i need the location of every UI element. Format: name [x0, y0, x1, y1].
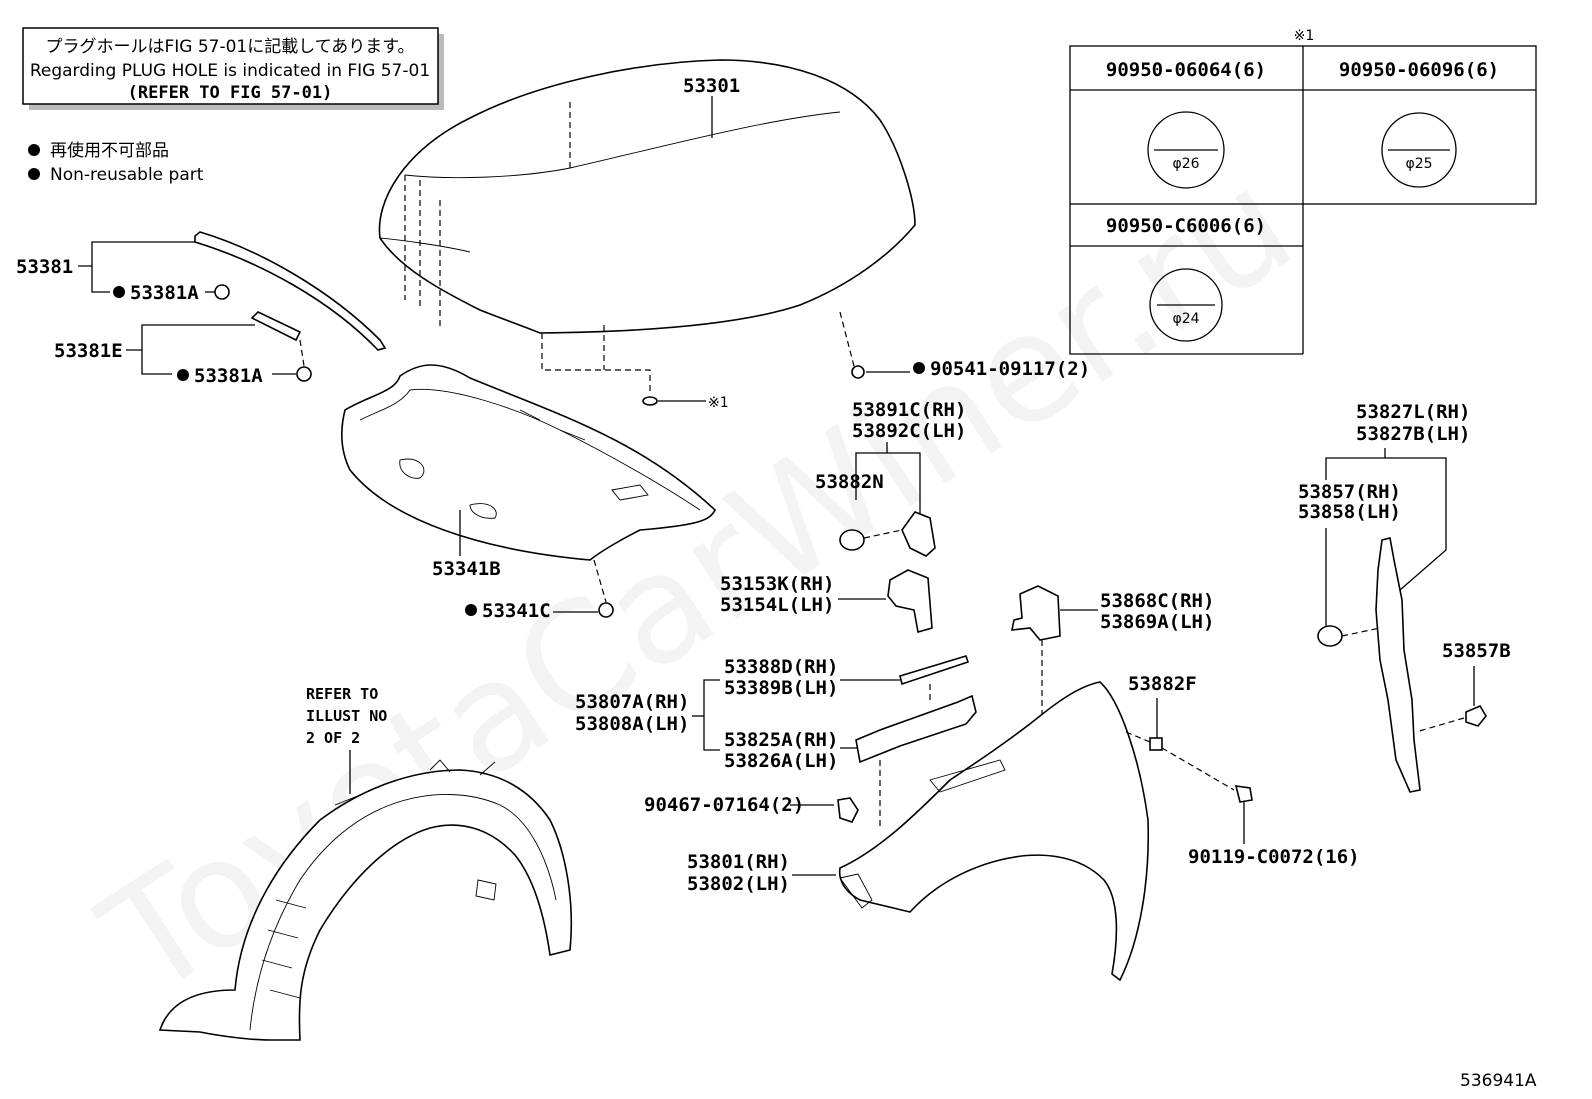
label-53869a: 53869A(LH): [1100, 611, 1214, 633]
legend-jp: 再使用不可部品: [50, 140, 169, 161]
label-53381a-1: 53381A: [130, 282, 199, 304]
label-90541: 90541-09117(2): [930, 358, 1090, 380]
plug-dia-1: φ26: [1172, 156, 1199, 172]
label-90119: 90119-C0072(16): [1188, 846, 1360, 868]
refer-line-3: 2 OF 2: [306, 729, 360, 747]
label-53868c: 53868C(RH): [1100, 590, 1214, 612]
cushion-icon: [839, 529, 865, 551]
seal-retainer: [250, 311, 302, 342]
marker-1: ※1: [708, 395, 729, 411]
label-53154l: 53154L(LH): [720, 594, 834, 616]
label-53857: 53857(RH): [1298, 481, 1401, 503]
screw-icon: [1234, 785, 1253, 803]
hood-insulator: [340, 364, 716, 561]
label-53801: 53801(RH): [687, 851, 790, 873]
plug-circle: [1149, 268, 1223, 342]
cushion-icon: [851, 365, 865, 379]
label-53826a: 53826A(LH): [724, 750, 838, 772]
bullet-icon: [28, 168, 40, 180]
fender-bracket-lower: [855, 694, 977, 764]
label-53882f: 53882F: [1128, 673, 1197, 695]
label-53827b: 53827B(LH): [1356, 423, 1470, 445]
plug-part-2: 90950-06096(6): [1339, 59, 1499, 81]
hood: [378, 59, 916, 395]
hood-seal: [194, 231, 387, 351]
plug-dia-2: φ25: [1405, 156, 1432, 172]
refer-line-1: REFER TO: [306, 685, 378, 703]
label-53825a: 53825A(RH): [724, 729, 838, 751]
clip-icon: [598, 602, 614, 618]
note-ref: (REFER TO FIG 57-01): [128, 83, 333, 103]
label-53802: 53802(LH): [687, 873, 790, 895]
clip-icon: [1465, 704, 1487, 727]
label-53827l: 53827L(RH): [1356, 401, 1470, 423]
label-53857b: 53857B: [1442, 640, 1511, 662]
legend-en: Non-reusable part: [50, 165, 204, 185]
table-marker: ※1: [1294, 28, 1315, 44]
clip-icon: [837, 797, 859, 823]
label-53341b: 53341B: [432, 558, 501, 580]
refer-line-2: ILLUST NO: [306, 707, 387, 725]
clip-icon: [214, 284, 230, 300]
plug-dia-3: φ24: [1172, 311, 1199, 327]
fender-bracket: [887, 569, 933, 634]
label-53381: 53381: [16, 256, 73, 278]
hood-bumper: [901, 511, 936, 557]
plug-circle: [1381, 112, 1457, 188]
label-53892c: 53892C(LH): [852, 420, 966, 442]
label-90467: 90467-07164(2): [644, 794, 804, 816]
label-53381e: 53381E: [54, 340, 123, 362]
label-53301: 53301: [683, 75, 740, 97]
non-reusable-icon: [177, 369, 189, 381]
label-53388d: 53388D(RH): [724, 656, 838, 678]
non-reusable-icon: [913, 362, 925, 374]
plug-circle: [1147, 111, 1225, 189]
plug-part-1: 90950-06064(6): [1106, 59, 1266, 81]
note-en: Regarding PLUG HOLE is indicated in FIG …: [30, 61, 430, 81]
label-53341c: 53341C: [482, 600, 551, 622]
fender-seal-strip: [899, 655, 970, 686]
plug-part-3: 90950-C6006(6): [1106, 215, 1266, 237]
cushion-icon: [1317, 625, 1343, 647]
plug-hole-icon: [642, 396, 658, 406]
plug-hole-note: プラグホールはFIG 57-01に記載してあります。 Regarding PLU…: [22, 27, 444, 110]
spacer-icon: [1149, 737, 1163, 751]
figure-id: 536941A: [1460, 1071, 1537, 1091]
label-53808a: 53808A(LH): [575, 713, 689, 735]
fender-seal: [1011, 585, 1061, 641]
label-53153k: 53153K(RH): [720, 573, 834, 595]
label-53381a-2: 53381A: [194, 365, 263, 387]
note-jp: プラグホールはFIG 57-01に記載してあります。: [45, 37, 414, 57]
clip-icon: [296, 366, 312, 382]
non-reusable-icon: [465, 604, 477, 616]
non-reusable-icon: [113, 286, 125, 298]
front-fender: [838, 681, 1150, 982]
label-53858: 53858(LH): [1298, 501, 1401, 523]
fender-side-seal: [1375, 537, 1421, 793]
legend: 再使用不可部品 Non-reusable part: [28, 140, 204, 185]
label-53389b: 53389B(LH): [724, 677, 838, 699]
fender-liner: [158, 759, 573, 1041]
bullet-icon: [28, 144, 40, 156]
plug-hole-table: ※1 90950-06064(6) 90950-06096(6) 90950-C…: [1069, 28, 1537, 355]
label-53891c: 53891C(RH): [852, 399, 966, 421]
label-53807a: 53807A(RH): [575, 691, 689, 713]
label-53882n: 53882N: [815, 471, 884, 493]
